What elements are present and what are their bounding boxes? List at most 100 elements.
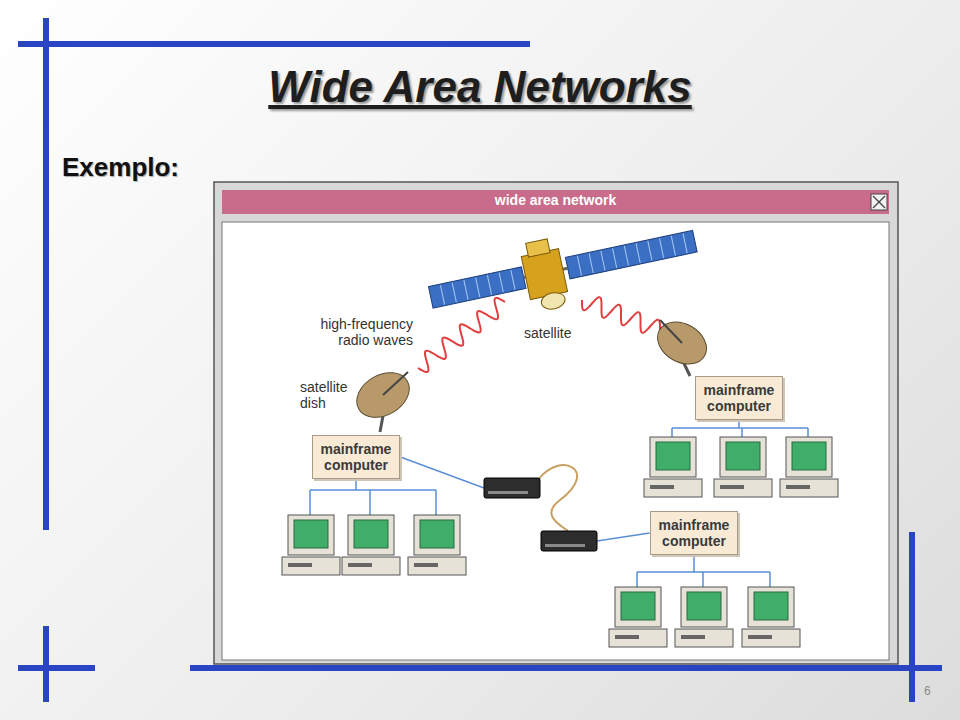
frame-line [43,18,49,530]
frame-lines [18,18,942,702]
node-text: mainframe computer [321,441,392,473]
mainframe-box: mainframe computer [312,435,401,479]
label-wrap: wide area network [222,192,889,208]
monitor [748,587,794,627]
system-unit [408,557,466,575]
terminal-cables [310,421,808,587]
panel-stripe [660,238,664,258]
mainframe-box: mainframe computer [650,511,739,555]
screen [354,520,388,548]
label-wrap: high-frequency radio waves [305,316,413,348]
panel-stripe [487,275,491,295]
monitor [681,587,727,627]
system-unit [675,629,733,647]
cable [310,480,436,515]
system-unit [780,479,838,497]
panel-stripe [589,253,593,273]
window-title-bar [222,190,889,214]
drive-slot [288,563,312,567]
node-text: mainframe computer [659,517,730,549]
window-frame [214,182,898,664]
modem-case [541,531,597,551]
terminals [282,437,838,647]
system-unit [714,479,772,497]
panel-stripe [624,246,628,266]
screen [294,520,328,548]
system-unit [644,479,702,497]
terminal [342,515,400,575]
panel-stripe [464,280,468,300]
screen [687,592,721,620]
network-link [400,457,649,541]
modem-slot [488,491,528,494]
panel-stripe [440,285,444,305]
monitor [348,515,394,555]
panel-stripe [648,241,652,261]
window-pane [222,222,889,660]
heading-label: Exemplo: [62,152,179,183]
modem-wire [538,465,577,531]
satellite [424,209,703,334]
terminal [408,515,466,575]
terminal [282,515,340,575]
terminal [644,437,702,497]
frame-line [909,532,915,702]
panel-stripe [499,273,503,293]
modem [541,531,597,551]
label-wrap: 6 [924,684,931,698]
monitor [414,515,460,555]
terminal [675,587,733,647]
panel-stripe [671,236,675,256]
frame-line [190,665,942,671]
wave-label: high-frequency radio waves [305,316,413,348]
close-cross [873,196,885,208]
satellite-antenna [540,291,567,312]
dish-bowl [349,364,417,427]
monitor [720,437,766,477]
slide-number: 6 [924,684,931,698]
monitor [615,587,661,627]
frame-line [18,665,95,671]
panel-stripe [476,278,480,298]
drive-slot [748,635,772,639]
modem [484,478,540,498]
label-wrap: Exemplo: [62,152,179,183]
label-wrap: satellite dish [300,379,358,411]
title-wrap: Wide Area Networks [0,62,960,112]
monitor [650,437,696,477]
modem-case [484,478,540,498]
dish-feed [660,320,682,343]
dish-label: satellite dish [300,379,358,411]
drive-slot [681,635,705,639]
satellite-label: satellite [524,325,571,341]
solar-panel [428,267,525,308]
radio-wave [582,297,660,333]
screen [420,520,454,548]
system-unit [342,557,400,575]
panel-stripe [683,233,687,253]
node-text: mainframe computer [704,382,775,414]
window-title: wide area network [222,192,889,208]
panel-stripe [613,248,617,268]
label-wrap: satellite [524,325,571,341]
screen [656,442,690,470]
drive-slot [615,635,639,639]
cable [672,421,808,437]
frame-line [18,41,530,47]
system-unit [282,557,340,575]
screen [754,592,788,620]
screen [621,592,655,620]
system-unit [742,629,800,647]
terminal [742,587,800,647]
satellite-dish [349,364,417,432]
dish-feed [383,372,408,395]
radio-wave [418,298,505,372]
screen [792,442,826,470]
monitor [786,437,832,477]
mainframe-box: mainframe computer [695,376,784,420]
terminal [714,437,772,497]
monitor [288,515,334,555]
drive-slot [786,485,810,489]
panel-stripe [601,251,605,271]
terminal [780,437,838,497]
